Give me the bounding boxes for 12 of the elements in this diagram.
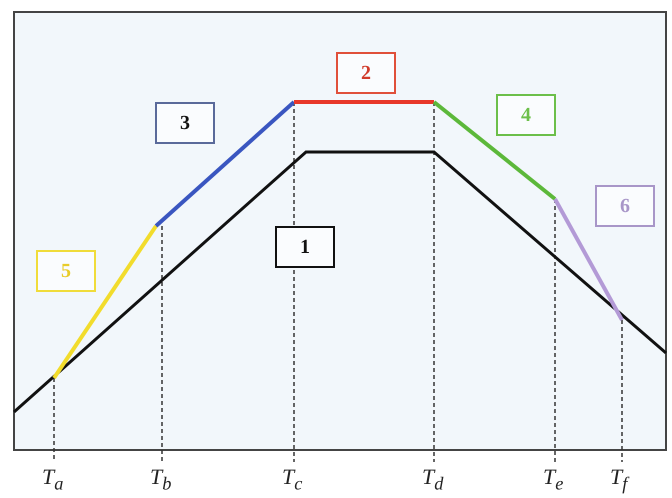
time-label: T$_{d}$: [422, 464, 444, 494]
number-box: 6: [595, 185, 655, 227]
time-label: T$_{c}$: [282, 464, 302, 494]
time-label: T$_{e}$: [543, 464, 564, 494]
time-label: T$_{a}$: [42, 464, 64, 494]
number-box: 4: [496, 94, 556, 136]
number-box: 2: [336, 52, 396, 94]
time-label: T$_{b}$: [150, 464, 172, 494]
number-box: 5: [36, 250, 96, 292]
number-box: 1: [275, 226, 335, 268]
number-box: 3: [155, 102, 215, 144]
time-label: T$_{f}$: [610, 464, 628, 494]
